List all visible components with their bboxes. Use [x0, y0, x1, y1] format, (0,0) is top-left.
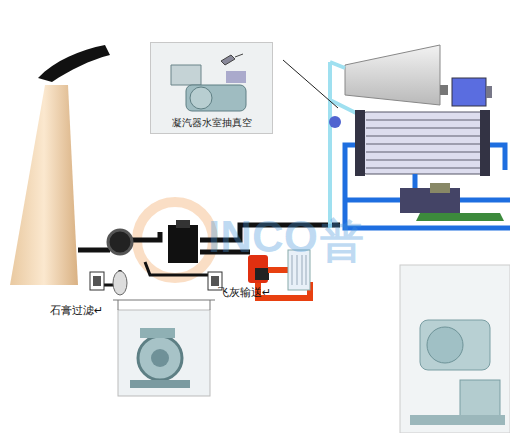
- fan: [108, 230, 132, 254]
- filter: [113, 271, 127, 295]
- cooling-pipe: [345, 145, 510, 228]
- watermark: 普: [320, 212, 364, 271]
- vacuum-pump-icon: [329, 116, 341, 128]
- condenser: [362, 112, 484, 174]
- leader-line: [283, 60, 338, 108]
- pump-photo: [118, 310, 210, 396]
- absorber: [168, 225, 198, 263]
- smoke: [38, 45, 110, 82]
- turbine: [345, 45, 440, 105]
- pump-picture: [151, 43, 274, 119]
- process-label: 飞灰输送↵: [218, 285, 271, 300]
- inset-box: 凝汽器水室抽真空: [150, 42, 273, 134]
- generator: [452, 78, 486, 106]
- chimney: [10, 85, 78, 285]
- process-label: 石膏过滤↵: [50, 303, 103, 318]
- inset-caption: 凝汽器水室抽真空: [151, 116, 272, 130]
- pump-icon: [90, 272, 104, 290]
- watermark: INCO: [208, 212, 318, 262]
- pump-photo: [400, 265, 510, 433]
